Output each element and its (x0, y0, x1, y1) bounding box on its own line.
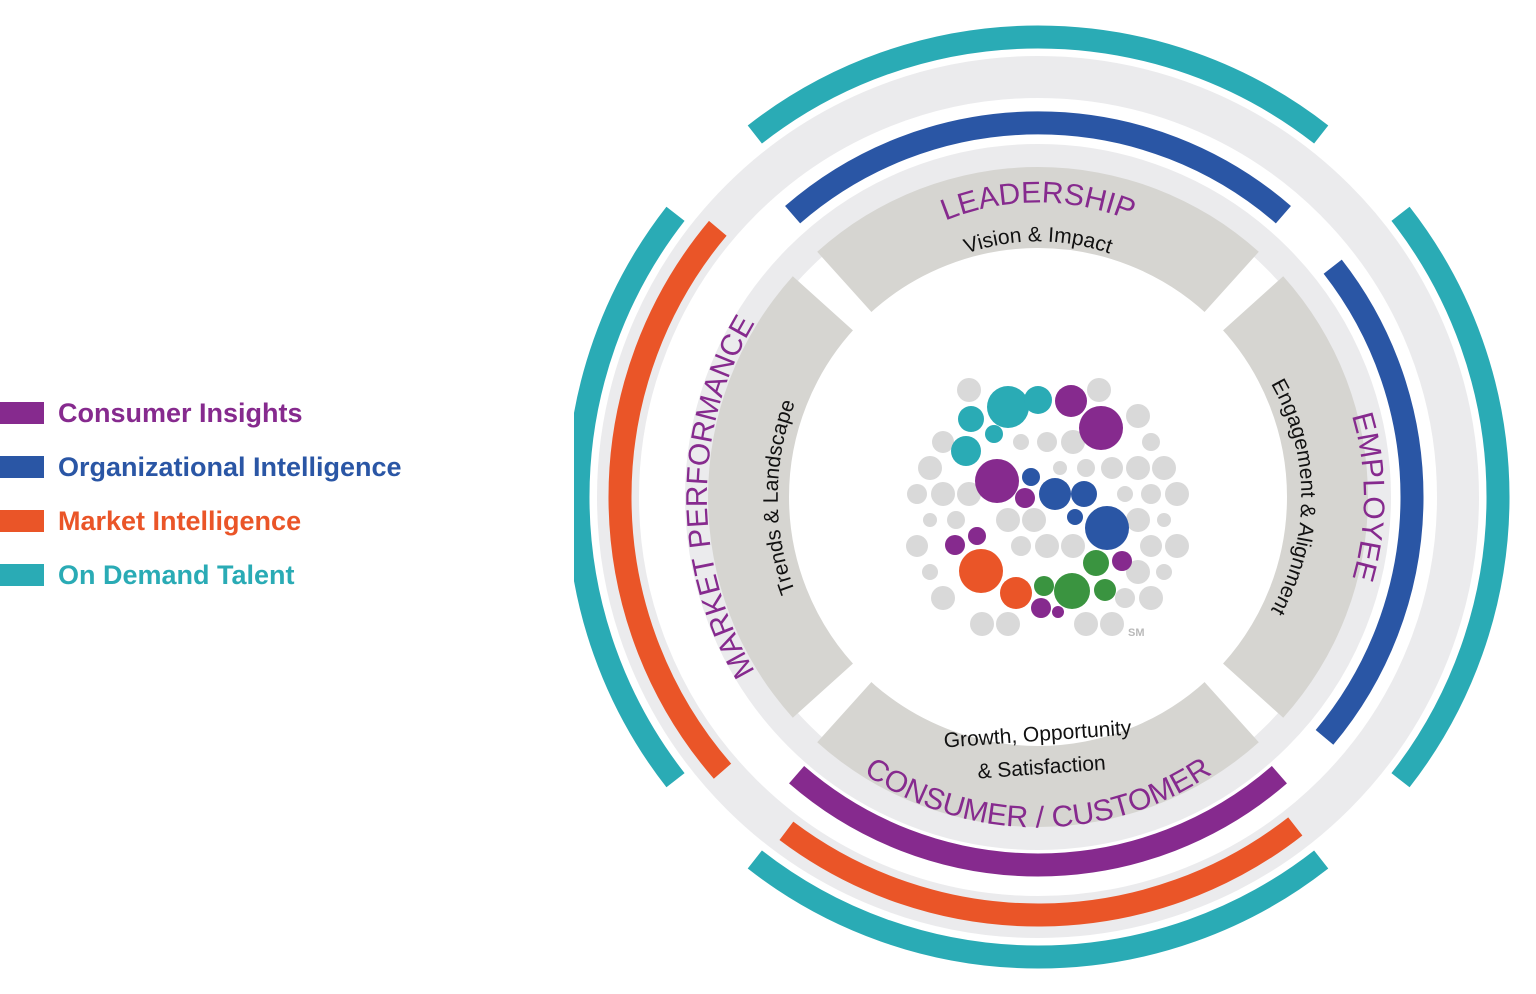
logo-blue-dot (1071, 481, 1097, 507)
organizational-intelligence-ring-arc (1315, 259, 1424, 745)
logo-gray-dot (1141, 484, 1161, 504)
logo-gray-dot (1165, 534, 1189, 558)
logo-green-dot (1083, 550, 1109, 576)
logo-purple-dot (1052, 606, 1064, 618)
logo-gray-dot (918, 456, 942, 480)
logo-gray-dot (931, 482, 955, 506)
logo-gray-dot (1152, 456, 1176, 480)
logo-teal-dot (951, 436, 981, 466)
logo-gray-dot (1101, 457, 1123, 479)
logo-gray-dot (931, 586, 955, 610)
logo-gray-dot (947, 511, 965, 529)
logo-gray-dot (1061, 534, 1085, 558)
logo-gray-dot (1077, 459, 1095, 477)
logo-gray-dot (1115, 588, 1135, 608)
logo-teal-dot (958, 406, 984, 432)
logo-gray-dot (1037, 432, 1057, 452)
logo-gray-dot (923, 513, 937, 527)
on-demand-talent-ring-arc (747, 850, 1329, 969)
logo-orange-dot (1000, 577, 1032, 609)
services-wheel-diagram: LEADERSHIP Vision & Impact EMPLOYEE Enga… (574, 25, 1510, 969)
logo-gray-dot (1087, 378, 1111, 402)
logo-gray-dot (1157, 513, 1171, 527)
logo-green-dot (1034, 576, 1054, 596)
logo-green-dot (1054, 573, 1090, 609)
logo-gray-dot (996, 612, 1020, 636)
logo-gray-dot (1139, 586, 1163, 610)
logo-gray-dot (932, 431, 954, 453)
on-demand-talent-ring-arc (747, 25, 1329, 144)
legend-item-organizational-intelligence: Organizational Intelligence (0, 440, 520, 494)
legend-swatch (0, 456, 44, 478)
logo-gray-dot (1165, 482, 1189, 506)
legend-swatch (0, 402, 44, 424)
on-demand-talent-ring-arc (574, 206, 685, 788)
legend-item-on-demand-talent: On Demand Talent (0, 548, 520, 602)
logo-blue-dot (1039, 478, 1071, 510)
logo-blue-dot (1085, 506, 1129, 550)
logo-purple-dot (1112, 551, 1132, 571)
logo-gray-dot (1156, 564, 1172, 580)
legend-label: On Demand Talent (58, 559, 295, 590)
logo-gray-dot (1061, 430, 1085, 454)
organizational-intelligence-ring-arc (785, 111, 1291, 224)
logo-purple-dot (1015, 488, 1035, 508)
on-demand-talent-ring-arc (1391, 206, 1510, 788)
logo-gray-dot (1074, 612, 1098, 636)
logo-purple-dot (1079, 406, 1123, 450)
logo-gray-dot (922, 564, 938, 580)
market-intelligence-ring-arc (608, 220, 732, 779)
logo-gray-dot (1013, 434, 1029, 450)
capability-rings (574, 25, 1510, 969)
logo-gray-dot (1100, 612, 1124, 636)
logo-gray-dot (1117, 486, 1133, 502)
logo-green-dot (1094, 579, 1116, 601)
center-disc (789, 248, 1287, 746)
logo-purple-dot (975, 459, 1019, 503)
logo-blue-dot (1067, 509, 1083, 525)
service-mark: SM (1128, 627, 1145, 639)
logo-purple-dot (945, 535, 965, 555)
logo-gray-dot (957, 378, 981, 402)
logo-teal-dot (987, 386, 1029, 428)
logo-dot-cluster (906, 378, 1189, 636)
legend-label: Organizational Intelligence (58, 451, 402, 482)
logo-teal-dot (985, 425, 1003, 443)
market-intelligence-ring-arc (779, 817, 1303, 927)
logo-purple-dot (1031, 598, 1051, 618)
logo-purple-dot (968, 527, 986, 545)
legend-swatch (0, 510, 44, 532)
legend-item-consumer-insights: Consumer Insights (0, 386, 520, 440)
consumer-insights-ring-arc (789, 766, 1287, 877)
logo-blue-dot (1022, 468, 1040, 486)
logo-gray-dot (996, 508, 1020, 532)
legend-label: Consumer Insights (58, 397, 303, 428)
logo-gray-dot (1035, 534, 1059, 558)
logo-teal-dot (1024, 386, 1052, 414)
logo-gray-dot (906, 535, 928, 557)
logo-orange-dot (959, 549, 1003, 593)
inner-gray-band (685, 144, 1391, 850)
logo-gray-dot (1140, 535, 1162, 557)
logo-gray-dot (1053, 461, 1067, 475)
logo-gray-dot (1126, 456, 1150, 480)
legend-swatch (0, 564, 44, 586)
legend-item-market-intelligence: Market Intelligence (0, 494, 520, 548)
logo-gray-dot (1126, 404, 1150, 428)
logo-gray-dot (957, 482, 981, 506)
logo-gray-dot (907, 484, 927, 504)
logo-purple-dot (1055, 385, 1087, 417)
logo-gray-dot (1142, 433, 1160, 451)
logo-gray-dot (1022, 508, 1046, 532)
logo-gray-dot (1126, 508, 1150, 532)
logo-gray-dot (1011, 536, 1031, 556)
logo-gray-dot (1126, 560, 1150, 584)
legend-label: Market Intelligence (58, 505, 302, 536)
legend: Consumer Insights Organizational Intelli… (0, 386, 520, 602)
logo-gray-dot (970, 612, 994, 636)
